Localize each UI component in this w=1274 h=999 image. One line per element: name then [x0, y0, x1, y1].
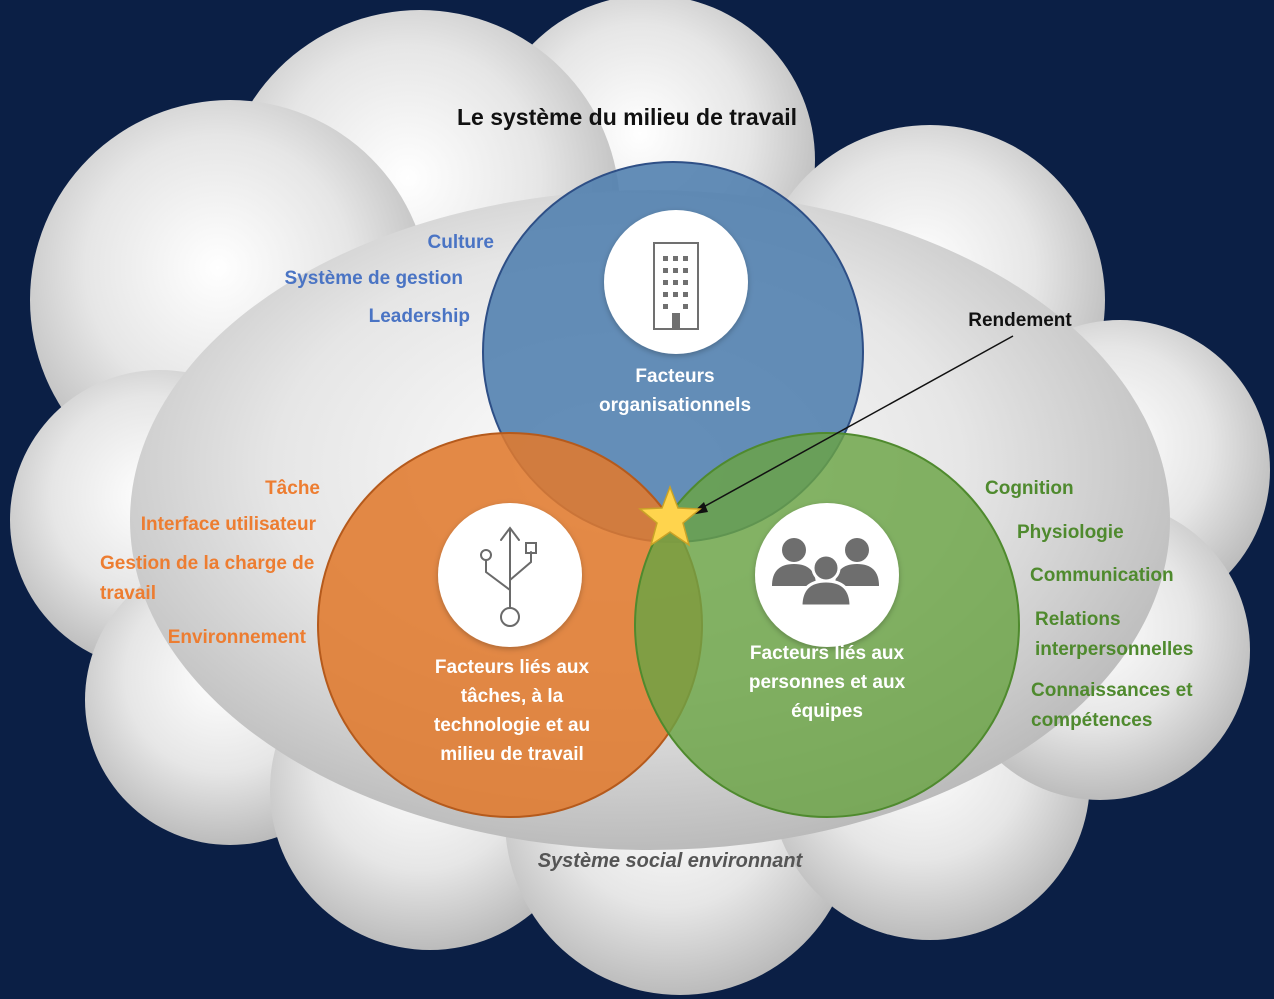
usb-icon: [480, 526, 537, 627]
org-factor-culture: Culture: [427, 232, 495, 253]
performance-label: Rendement: [968, 310, 1072, 331]
performance-star: [638, 484, 702, 547]
people-factor-cognition: Cognition: [985, 478, 1074, 499]
org-factor-management: Système de gestion: [284, 268, 463, 289]
task-factor-interface: Interface utilisateur: [140, 514, 316, 535]
people-factor-skills: Connaissances et compétences: [1031, 680, 1193, 731]
people-factor-communication: Communication: [1030, 565, 1174, 586]
task-title: Facteurs liés aux tâches, à la technolog…: [433, 657, 591, 765]
people-factor-physiology: Physiologie: [1017, 522, 1124, 543]
building-icon: [653, 242, 699, 330]
outer-system-label: Système social environnant: [537, 850, 803, 872]
people-title: Facteurs liés aux personnes et aux équip…: [748, 643, 906, 722]
task-factor-environment: Environnement: [167, 627, 306, 648]
org-factor-leadership: Leadership: [368, 306, 470, 327]
people-factor-relations: Relations interpersonnelles: [1035, 609, 1194, 660]
people-group-icon: [772, 538, 879, 608]
organizational-title: Facteurs organisationnels: [598, 366, 752, 416]
task-factor-workload: Gestion de la charge de travail: [100, 553, 315, 604]
task-factor-task: Tâche: [265, 478, 320, 499]
diagram-title: Le système du milieu de travail: [456, 104, 798, 130]
